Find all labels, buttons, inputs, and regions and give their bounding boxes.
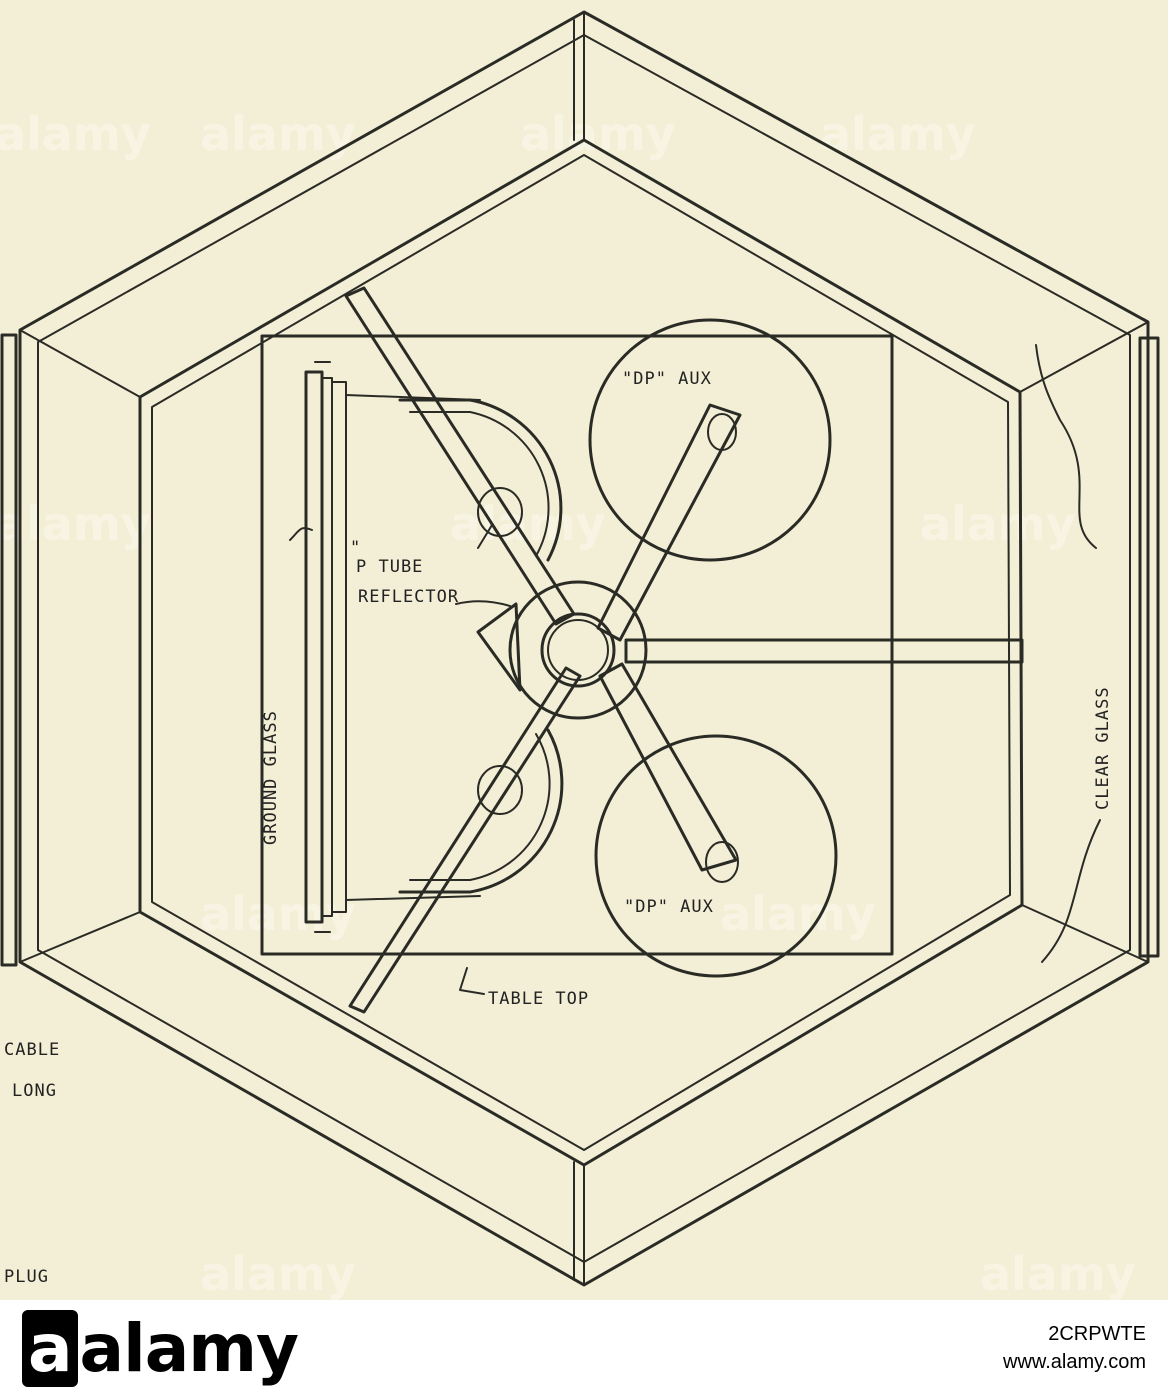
- watermark-text: alamy: [520, 107, 676, 161]
- site-url: www.alamy.com: [1003, 1351, 1146, 1373]
- watermarks: alamy alamy alamy alamy alamy alamy alam…: [0, 107, 1136, 1300]
- label-dp-aux-bottom: "DP" AUX: [624, 897, 714, 917]
- center-hub: [508, 580, 648, 720]
- alamy-logo-text: alamy: [79, 1310, 299, 1387]
- watermark-text: alamy: [200, 107, 356, 161]
- label-p-tube-mark: ": [350, 538, 361, 558]
- label-dp-aux-top: "DP" AUX: [622, 369, 712, 389]
- footer-info: 2CRPWTE www.alamy.com: [1003, 1320, 1146, 1376]
- dp-aux-disc-bottom: [594, 734, 838, 978]
- dp-aux-disc-top: [588, 318, 832, 562]
- label-clear-glass: CLEAR GLASS: [1093, 686, 1113, 810]
- label-reflector: REFLECTOR: [358, 587, 459, 607]
- label-ground-glass: GROUND GLASS: [261, 710, 281, 845]
- watermark-text: alamy: [0, 107, 151, 161]
- label-cable: CABLE: [4, 1040, 60, 1060]
- watermark-text: alamy: [920, 497, 1076, 551]
- alamy-logo-mark: a: [22, 1310, 78, 1387]
- label-table-top: TABLE TOP: [488, 989, 589, 1009]
- watermark-text: alamy: [720, 887, 876, 941]
- glass-panels: [0, 11, 1160, 1286]
- label-p-tube: P TUBE: [356, 557, 423, 577]
- watermark-text: alamy: [980, 1247, 1136, 1300]
- watermark-text: alamy: [0, 497, 151, 551]
- label-long: LONG: [12, 1081, 57, 1101]
- watermark-text: alamy: [820, 107, 976, 161]
- annotation-arrows: [289, 344, 1101, 995]
- table-top: [260, 334, 894, 956]
- label-plug: PLUG: [4, 1267, 49, 1287]
- ground-glass-holder: [304, 361, 481, 933]
- image-id: 2CRPWTE: [1048, 1323, 1146, 1345]
- lamp-housing-diagram: alamy alamy alamy alamy alamy alamy alam…: [0, 10, 1160, 1300]
- reflector: [398, 398, 564, 894]
- hexagon-outer: [18, 10, 1150, 1287]
- watermark-text: alamy: [200, 1247, 356, 1300]
- diagram-area: alamy alamy alamy alamy alamy alamy alam…: [0, 10, 1160, 1300]
